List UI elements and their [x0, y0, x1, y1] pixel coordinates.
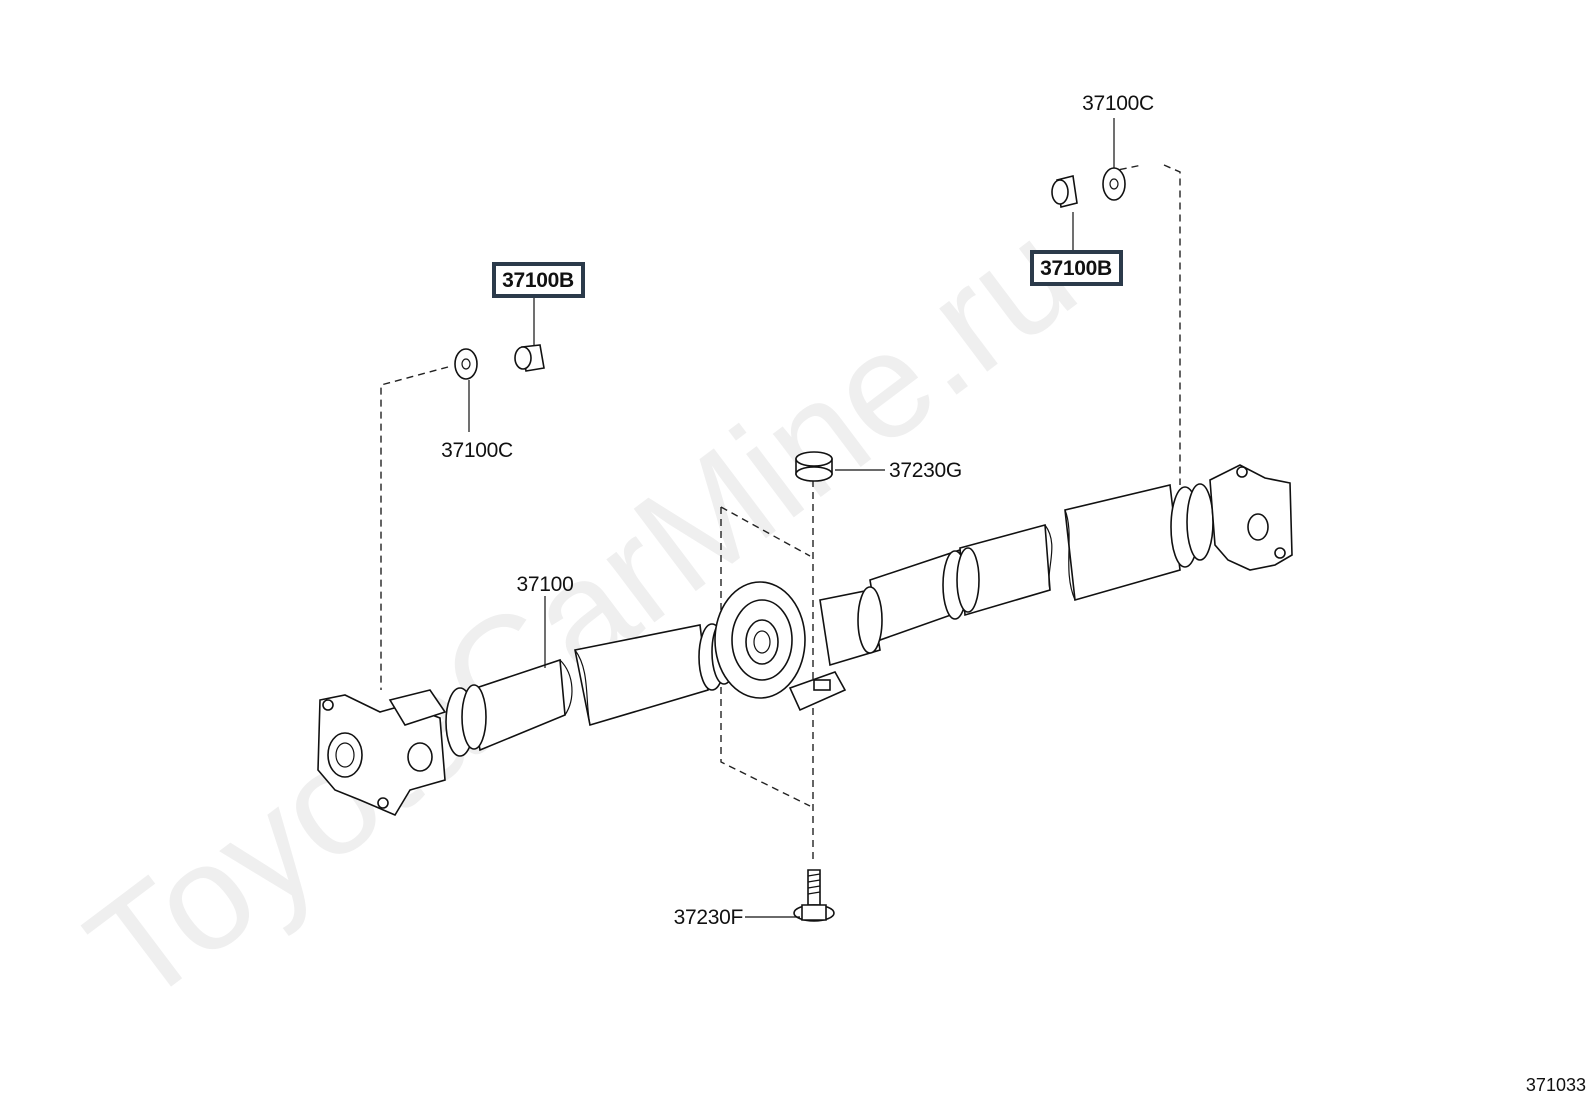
- callout-37100c-left[interactable]: 37100C: [441, 439, 513, 462]
- left-washer-part: [454, 348, 478, 380]
- leader-lines: [468, 118, 1115, 918]
- figure-number: 371033: [1526, 1075, 1586, 1095]
- callout-37230g[interactable]: 37230G: [889, 459, 962, 482]
- callout-37100c-right[interactable]: 37100C: [1082, 92, 1154, 115]
- center-spacer-part: [795, 451, 833, 482]
- left-nut-callout-frame: [492, 262, 585, 298]
- assembly-guide-lines: [380, 164, 1181, 860]
- callout-37230f[interactable]: 37230F: [674, 906, 744, 929]
- right-nut-part: [1051, 175, 1078, 208]
- propeller-shaft: [317, 464, 1293, 817]
- right-washer-part: [1102, 167, 1126, 201]
- callout-37100[interactable]: 37100: [517, 573, 574, 596]
- left-nut-part: [514, 344, 545, 372]
- right-nut-callout-frame: [1030, 250, 1123, 286]
- callout-37100b-left[interactable]: 37100B: [502, 269, 574, 292]
- center-bolt-part: [793, 869, 835, 922]
- callout-37100b-right[interactable]: 37100B: [1040, 257, 1112, 280]
